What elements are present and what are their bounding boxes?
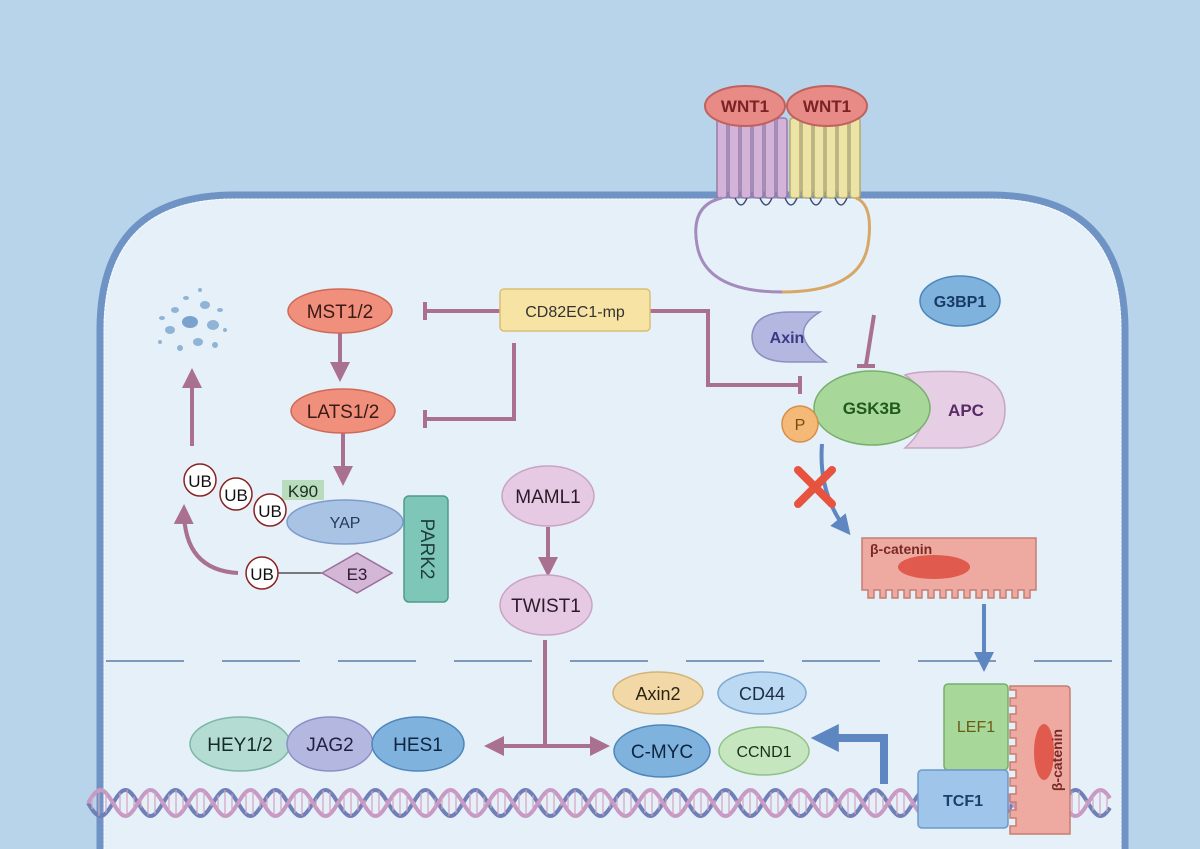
ub-label-2: UB [224,486,248,505]
e3-ligase-node: E3 [320,552,394,594]
hey12-node: HEY1/2 [189,716,291,772]
g3bp1-node: G3BP1 [919,275,1001,327]
tcf1-node: TCF1 [917,769,1009,829]
k90-site: K90 [282,480,324,501]
axin-label: Axin [770,330,805,347]
ubiquitin-chain: UB UB UB [183,463,287,527]
pathway-arrows [173,302,876,756]
apc-label: APC [948,401,984,420]
gsk3b-label: GSK3B [843,399,902,418]
park2-label: PARK2 [416,519,437,580]
wnt1-label-right: WNT1 [803,97,851,116]
cd44-label: CD44 [739,684,785,704]
beta-catenin-nuclear-node: β-catenin [1009,685,1071,835]
mst12-node: MST1/2 [287,288,393,334]
axin2-label: Axin2 [635,684,680,704]
g3bp1-label: G3BP1 [934,294,987,311]
hey-label: HEY1/2 [207,735,272,756]
cd82-label: CD82EC1-mp [525,304,625,321]
wnt1-label-left: WNT1 [721,97,769,116]
ub-label-3: UB [258,502,282,521]
g3bp1-inhibits-gsk3b [864,314,876,366]
beta-catenin-nuclear-label: β-catenin [1049,729,1065,791]
k90-label: K90 [288,482,318,501]
e3-label: E3 [347,565,368,584]
twist1-label: TWIST1 [511,596,581,617]
cd44-node: CD44 [717,671,807,715]
lats12-node: LATS1/2 [290,388,396,434]
lef1-node: LEF1 [943,683,1009,771]
ccnd1-label: CCND1 [736,744,791,761]
wnt-arrows [810,443,994,784]
maml1-node: MAML1 [501,465,595,527]
ub-label-free: UB [250,565,274,584]
yap-node: YAP [286,499,404,545]
tcf1-label: TCF1 [943,793,983,810]
cmyc-label: C-MYC [631,742,693,763]
gsk3b-node: GSK3B [813,370,931,446]
axin-node: Axin [751,311,829,363]
tcf-to-targets-arrow [810,724,888,784]
ub-label-1: UB [188,472,212,491]
axin2-node: Axin2 [612,671,704,715]
wnt1-ligand-right: WNT1 [786,85,868,127]
hes1-node: HES1 [371,716,465,772]
lats-label: LATS1/2 [307,402,380,423]
mst-label: MST1/2 [307,302,374,323]
cell-membrane-inner [103,198,1122,849]
cd82ec1-mp-node: CD82EC1-mp [499,288,651,332]
apc-node: APC [903,370,1006,449]
cmyc-node: C-MYC [613,724,711,778]
ub-transfer-arrow [173,504,239,575]
yap-label: YAP [330,515,361,532]
hes1-label: HES1 [393,735,443,756]
jag2-label: JAG2 [306,735,354,756]
lef1-label: LEF1 [957,719,995,736]
degradation-particles [158,288,227,351]
blocked-cross-icon [794,466,836,508]
beta-catenin-label: β-catenin [870,541,932,557]
cd82-inhibits-lats [425,343,516,421]
phospho-node: P [781,405,819,443]
cd82-inhibits-gsk3b [650,309,800,387]
ccnd1-node: CCND1 [718,726,810,776]
p-label: P [795,417,806,434]
maml1-label: MAML1 [515,487,580,508]
beta-catenin-cytoplasm-node: β-catenin [861,537,1037,599]
gsk3b-to-beta-catenin-arrow [819,443,851,536]
twist1-node: TWIST1 [499,574,593,636]
park2-node: PARK2 [403,495,449,603]
ub-free: UB [245,556,279,590]
jag2-node: JAG2 [286,716,374,772]
wnt1-ligand-left: WNT1 [704,85,786,127]
